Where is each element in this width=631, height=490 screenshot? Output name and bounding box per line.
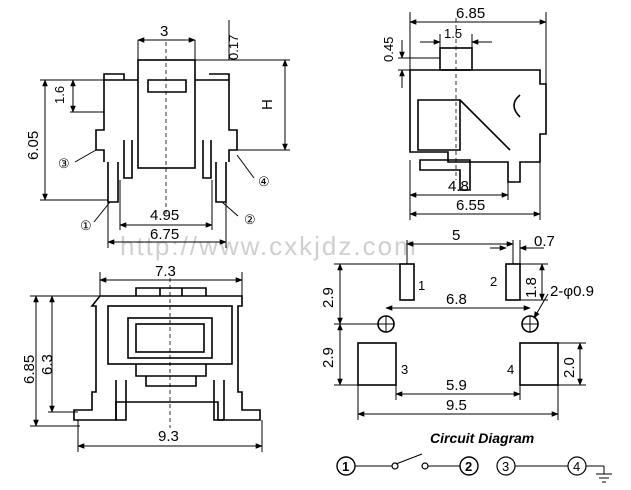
circuit-node-4-label: 4 [573,459,580,474]
circuit-title: Circuit Diagram [430,430,534,446]
pad-label-3: 3 [401,362,408,377]
circuit-node-1-label: 1 [342,459,349,474]
front-legs [107,140,227,203]
top-view: 7.3 6.85 6.3 9.3 [21,263,263,452]
ground-icon [596,466,612,483]
dim-side-knob-width: 1.5 [444,26,462,41]
dim-hole-span: 6.8 [446,291,467,308]
side-knob [439,47,473,71]
pad-label-2: 2 [490,274,497,289]
circuit-diagram: Circuit Diagram 1 2 3 4 [336,430,612,483]
dim-pad-large-h: 2.0 [561,357,578,378]
dim-top-offset: 0.17 [226,35,241,60]
pad-label-1: 1 [418,278,425,293]
dim-top-view-bottom-width: 9.3 [158,428,179,445]
side-body [409,69,547,183]
dim-side-mid-width: 4.8 [448,178,469,195]
dim-pad-inner-span: 5.9 [446,377,467,394]
dim-left-height: 6.05 [25,131,42,160]
dim-pad-small-w: 0.7 [534,233,555,250]
dim-top-view-inner-width: 7.3 [155,263,176,280]
dim-top-view-inner-height: 6.3 [39,354,56,375]
pcb-layout: 1 2 3 4 5 0.7 1.8 2.9 2 [320,227,594,420]
dim-pad-small-h: 1.8 [523,277,540,298]
pad-3 [357,342,397,386]
dim-side-bottom-width: 6.55 [456,197,485,214]
dim-pad-outer-span: 9.5 [446,397,467,414]
top-body [73,295,261,421]
front-body [95,79,238,162]
front-view: 3 0.17 H 1.6 6.05 ③ ④ ① ② 4.95 [25,20,290,248]
circuit-node-2-label: 2 [465,459,472,474]
dim-hole-label: 2-φ0.9 [550,283,594,300]
circuit-node-2 [459,456,479,476]
watermark-text: http://www.cxkjdz.com [120,231,418,261]
pin-label-3: ③ [58,156,70,171]
pin-label-4: ④ [258,174,270,189]
dim-bottom-outer: 6.75 [150,226,179,243]
dim-right-height: H [259,99,276,110]
dim-left-step: 1.6 [52,86,67,104]
dim-side-top-width: 6.85 [456,5,485,22]
dim-row-gap-bottom: 2.9 [320,347,337,368]
dim-row-gap-top: 2.9 [320,287,337,308]
front-plunger [137,59,196,169]
pad-1 [399,263,415,301]
dim-bottom-inner: 4.95 [150,207,179,224]
pad-4 [519,342,559,386]
pad-2 [505,263,521,301]
pin-label-2: ② [244,212,256,227]
side-view: 6.85 1.5 0.45 4.8 6.55 [381,5,547,220]
circuit-node-3-label: 3 [502,459,509,474]
dim-top-width: 3 [160,23,168,40]
dim-side-knob-height: 0.45 [381,37,396,62]
dim-top-view-outer-height: 6.85 [21,355,38,384]
circuit-switch-lever [395,453,423,465]
pin-label-1: ① [80,218,92,233]
pad-label-4: 4 [507,362,514,377]
dim-pad-span: 5 [452,227,460,244]
